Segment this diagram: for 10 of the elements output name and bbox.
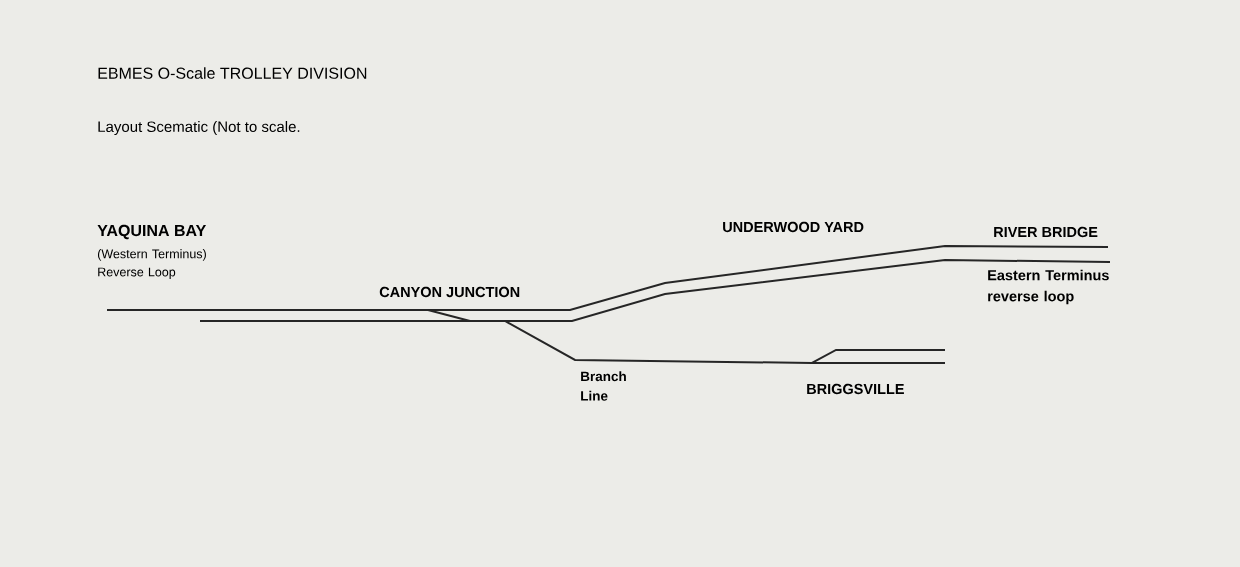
place-name: BRIGGSVILLE (807, 383, 904, 395)
place-name: RIVER BRIDGE (994, 226, 1098, 238)
branch-label: Branch Line (581, 371, 626, 401)
place-note: (Western Terminus) Reverse Loop (98, 249, 206, 279)
place-name: UNDERWOOD YARD (723, 221, 864, 233)
subtitle: Layout Scematic (Not to scale. (98, 121, 300, 135)
place-name: CANYON JUNCTION (379, 286, 520, 298)
place-note: Eastern Terminus reverse loop (988, 269, 1109, 305)
place-name: YAQUINA BAY (97, 224, 206, 240)
title: EBMES O-Scale TROLLEY DIVISION (98, 67, 367, 79)
